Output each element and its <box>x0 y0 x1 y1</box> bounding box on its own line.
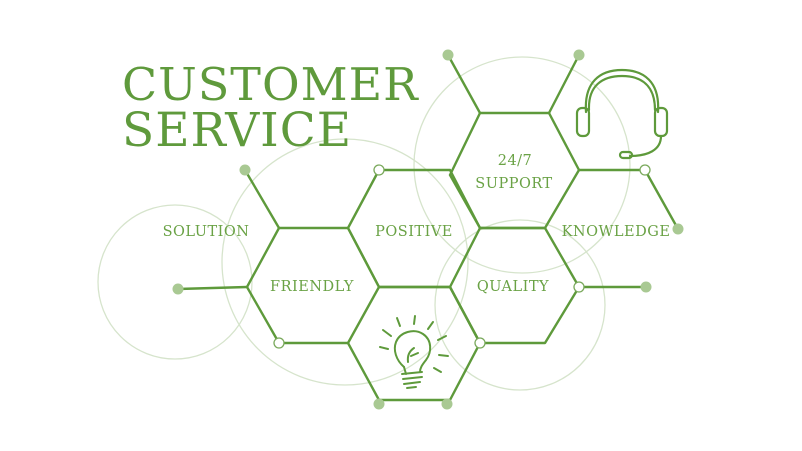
support-label-line2: SUPPORT <box>475 176 553 192</box>
support-label-line1: 24/7 <box>497 153 533 169</box>
honeycomb <box>176 53 680 406</box>
headset-icon <box>575 68 669 160</box>
background-circles <box>97 56 631 391</box>
knowledge-label: KNOWLEDGE <box>561 224 671 240</box>
page-title-line1: CUSTOMER <box>122 58 419 111</box>
page-title-line2: SERVICE <box>122 103 352 158</box>
lightbulb-icon <box>379 315 449 389</box>
positive-label: POSITIVE <box>375 224 453 240</box>
friendly-label: FRIENDLY <box>270 279 354 295</box>
quality-label: QUALITY <box>476 279 550 295</box>
node-dots <box>172 49 684 410</box>
solution-label: SOLUTION <box>162 224 250 240</box>
